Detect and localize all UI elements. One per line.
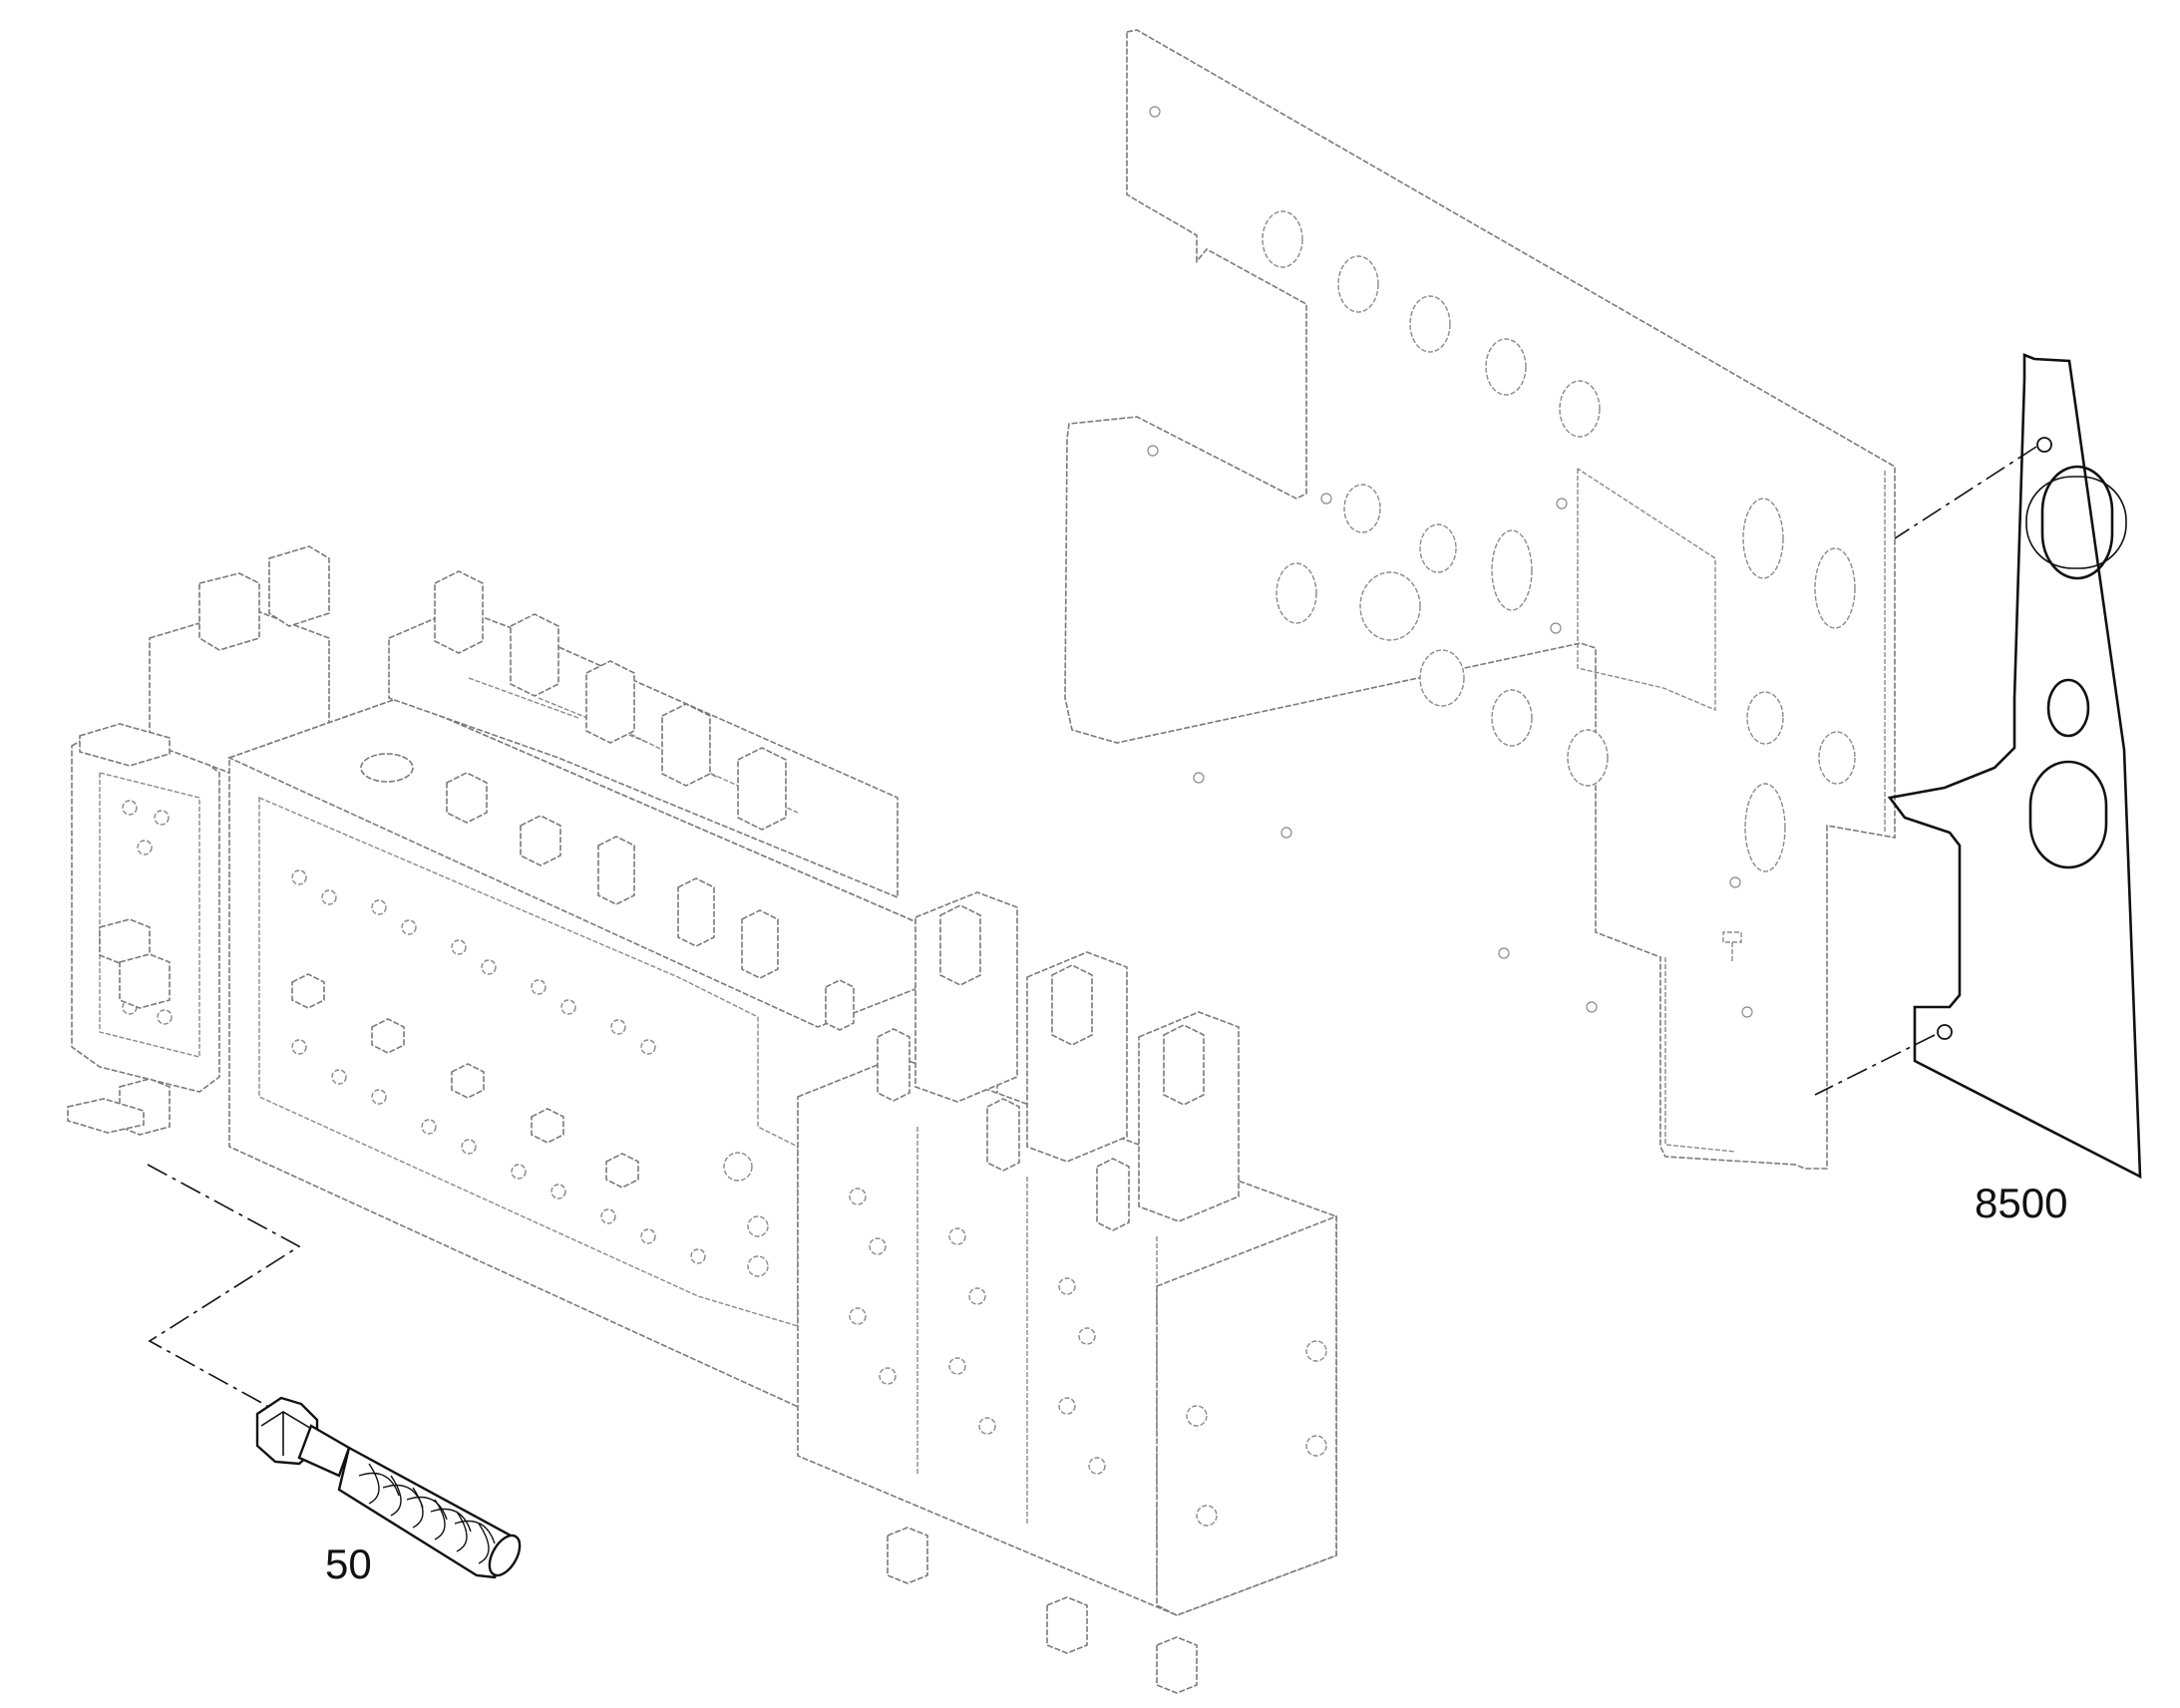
control-valve-block — [67, 545, 1337, 1694]
gasket-8500 — [1887, 353, 2142, 1180]
mounting-plate — [1064, 29, 1896, 1170]
callout-label-hose: 50 — [325, 1540, 372, 1587]
top-fittings — [360, 753, 855, 1031]
section-bolts — [849, 1188, 1327, 1527]
callout-label-gasket: 8500 — [1975, 1180, 2068, 1226]
spool-caps — [434, 570, 787, 831]
hose-assembly-50 — [255, 1396, 522, 1579]
face-bolt-pattern — [291, 869, 769, 1277]
